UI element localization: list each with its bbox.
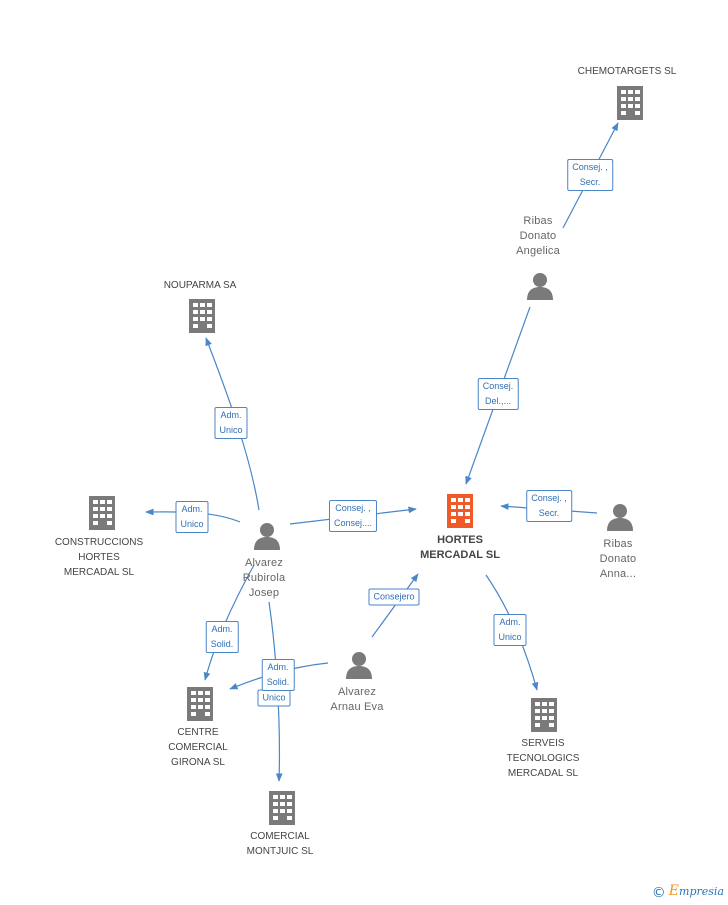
edge-label-eva-centre[interactable]: Unico — [257, 689, 291, 707]
edge-label-josep-centre[interactable]: Adm.Solid. — [205, 621, 239, 653]
building-icon-serveis[interactable] — [531, 698, 557, 732]
edge-label-josep-nouparma[interactable]: Adm.Unico — [214, 407, 248, 439]
building-icon-hortes[interactable] — [447, 494, 473, 528]
edge-label-anna-hortes[interactable]: Consej. ,Secr. — [526, 490, 572, 522]
edge-label-hortes-serveis[interactable]: Adm.Unico — [493, 614, 527, 646]
edge-label-josep-hortes[interactable]: Consej. ,Consej.... — [328, 500, 378, 532]
edge-label-angelica-hortes[interactable]: Consej.Del.,... — [477, 378, 519, 410]
node-label-nouparma[interactable]: NOUPARMA SA — [163, 280, 237, 291]
person-icon-ribas-anna[interactable] — [607, 504, 633, 531]
person-icon-alvarez-eva[interactable] — [346, 652, 372, 679]
edge-label-angelica-chemotargets[interactable]: Consej. ,Secr. — [567, 159, 613, 191]
building-icon-centre[interactable] — [187, 687, 213, 721]
brand-logo[interactable]: ©Empresia — [651, 883, 724, 901]
person-icon-alvarez-josep[interactable] — [254, 523, 280, 550]
person-icon-ribas-angelica[interactable] — [527, 273, 553, 300]
building-icon-nouparma[interactable] — [189, 299, 215, 333]
edge-label-eva-hortes[interactable]: Consejero — [368, 588, 420, 606]
edge-eva-hortes — [371, 573, 419, 638]
edge-label-josep-comercial[interactable]: Adm.Solid. — [261, 659, 295, 691]
building-icon-chemotargets[interactable] — [617, 86, 643, 120]
node-label-chemotargets[interactable]: CHEMOTARGETS SL — [577, 66, 677, 77]
building-icon-comercial[interactable] — [269, 791, 295, 825]
edge-label-josep-construccions[interactable]: Adm.Unico — [175, 501, 209, 533]
building-icon-construccions[interactable] — [89, 496, 115, 530]
copyright-icon: © — [651, 885, 666, 901]
